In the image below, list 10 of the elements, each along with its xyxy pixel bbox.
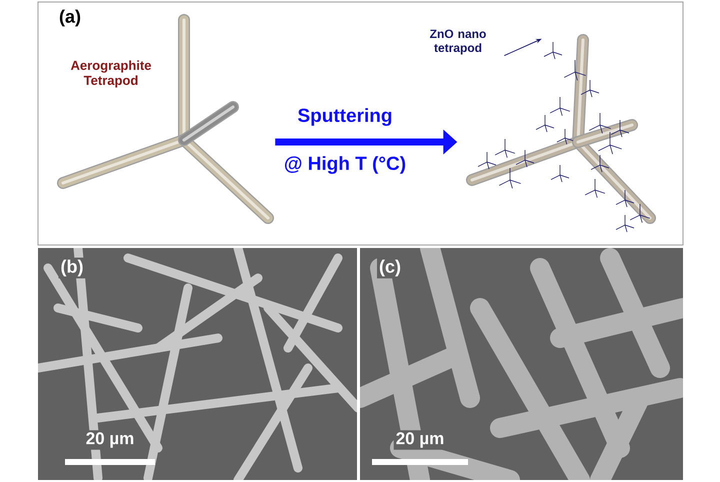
nano-tetrapod-drawing <box>544 42 562 60</box>
text-label: ZnO nano tetrapod <box>430 30 486 54</box>
scale-label: 20 µm <box>84 430 136 450</box>
material-label: Aerographite Tetrapod <box>62 59 160 89</box>
panel-label: (b) <box>58 258 86 278</box>
edge-label: Sputtering <box>298 108 392 126</box>
panel-label: (c) <box>377 258 403 278</box>
panel-label: (a) <box>57 8 83 28</box>
scale-label: 20 µm <box>394 430 446 450</box>
condition-label: @ High T (°C) <box>282 154 408 176</box>
